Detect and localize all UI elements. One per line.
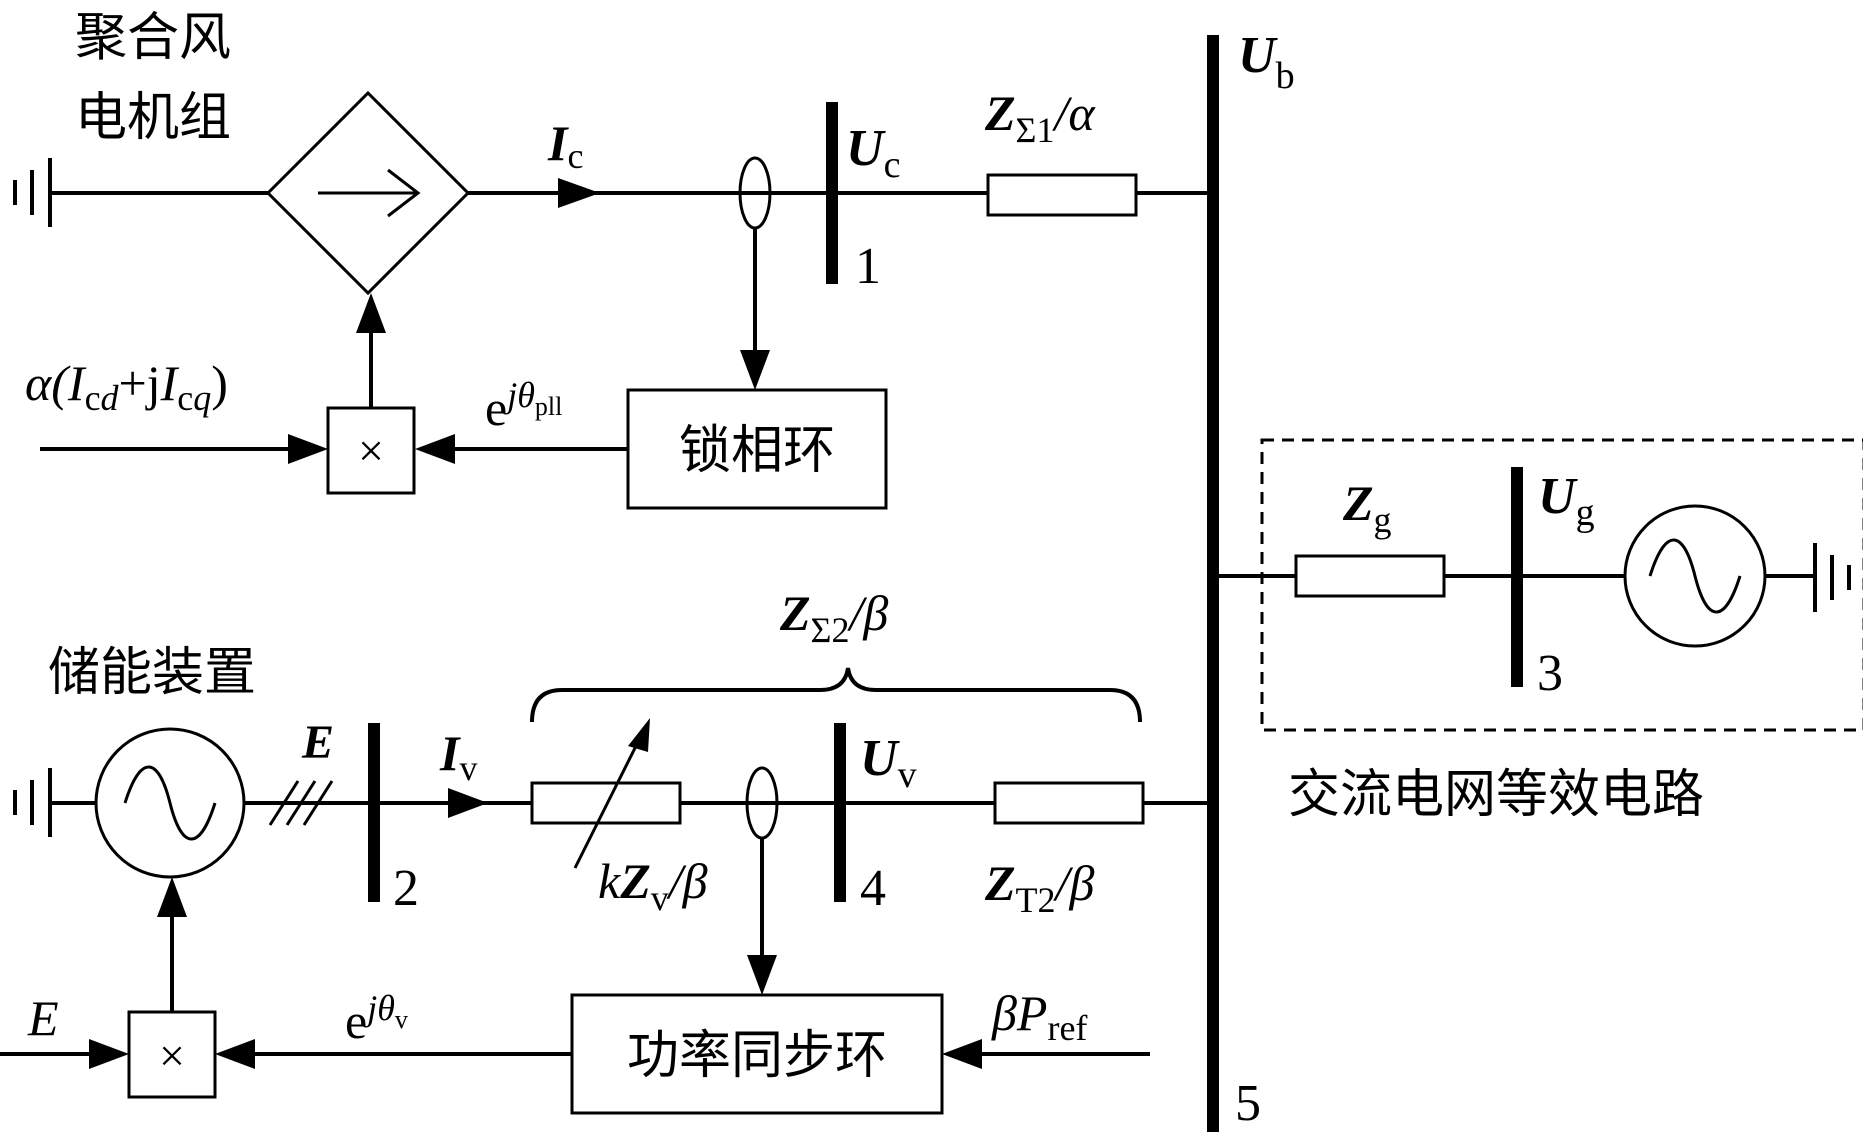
multiply-symbol-storage: ×	[159, 1030, 185, 1081]
multiplier-block-wind	[326, 406, 416, 495]
arrow-psl-to-mult	[215, 1039, 255, 1069]
multiply-symbol-wind: ×	[358, 425, 384, 476]
ac-source-icon-grid	[1623, 504, 1767, 648]
label-ej-theta-pll: ejθpll	[485, 375, 562, 436]
label-e-bold: E	[301, 716, 334, 769]
arrow-mult-to-storage	[157, 877, 187, 917]
arrow-to-psl	[747, 955, 777, 995]
label-uv: Uv	[860, 730, 917, 796]
three-phase-icon	[268, 780, 334, 826]
label-wind-farm-line2: 电机组	[75, 88, 231, 148]
label-zt2: ZT2/β	[984, 855, 1094, 920]
pll-label: 锁相环	[679, 421, 835, 481]
current-arrow-ic	[558, 178, 600, 208]
bus-number-2: 2	[393, 860, 419, 917]
label-kzv: kZv/β	[598, 853, 708, 918]
arrow-e-to-mult	[89, 1039, 129, 1069]
label-iv: Iv	[439, 725, 477, 788]
psl-label: 功率同步环	[627, 1026, 887, 1086]
ground-icon-storage	[13, 768, 52, 837]
label-ug: Ug	[1538, 468, 1595, 534]
current-arrow-iv	[448, 788, 488, 818]
brace-zsum2	[530, 667, 1142, 723]
impedance-zsum1	[986, 173, 1138, 217]
arrow-pll-to-mult	[415, 434, 455, 464]
label-wind-farm-line1: 聚合风	[75, 8, 231, 68]
impedance-zt2	[993, 781, 1145, 825]
label-uc: Uc	[846, 120, 900, 186]
ground-icon-wind	[13, 158, 52, 227]
impedance-zg	[1294, 554, 1446, 598]
label-grid-equivalent: 交流电网等效电路	[1288, 765, 1704, 825]
variable-arrow-icon	[573, 718, 650, 869]
arrow-mult-to-source	[356, 293, 386, 333]
label-zsum1: ZΣ1/α	[984, 85, 1096, 150]
label-storage: 储能装置	[48, 643, 256, 703]
label-zsum2: ZΣ2/β	[779, 585, 888, 650]
label-ej-theta-v: ejθv	[345, 988, 408, 1049]
label-e-input: E	[27, 990, 59, 1046]
arrow-pref-to-psl	[942, 1039, 982, 1069]
bus-number-3: 3	[1537, 645, 1563, 702]
label-current-command: α(Icd+jIcq)	[25, 355, 228, 418]
bus-number-4: 4	[860, 860, 886, 917]
label-ub: Ub	[1238, 27, 1295, 97]
arrow-cmd-to-mult	[288, 434, 328, 464]
label-beta-pref: βPref	[991, 985, 1087, 1048]
ground-icon-grid	[1813, 543, 1851, 612]
bus-number-1: 1	[855, 238, 881, 295]
bus-number-5: 5	[1235, 1075, 1261, 1132]
arrow-to-pll	[740, 350, 770, 390]
ac-source-icon-storage	[94, 727, 246, 879]
label-ic: Ic	[547, 115, 583, 176]
current-source-icon	[265, 90, 471, 296]
label-zg: Zg	[1342, 475, 1392, 540]
grid-equivalent-frame	[1260, 438, 1863, 732]
